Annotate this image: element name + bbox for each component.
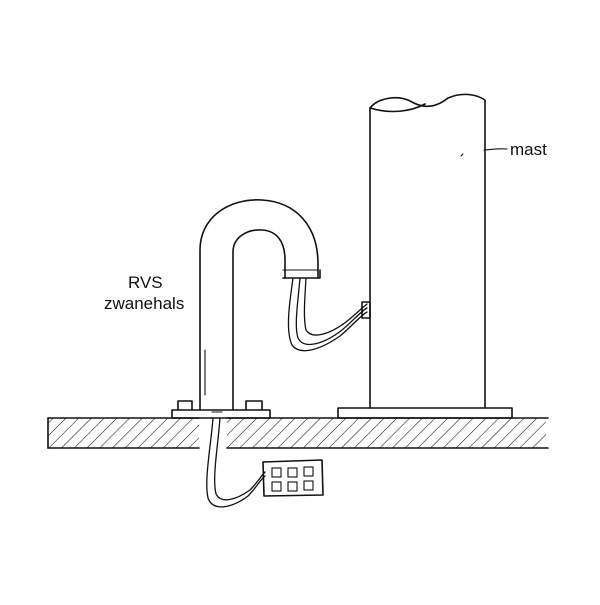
gooseneck-base xyxy=(171,400,271,419)
mast-base-plate xyxy=(337,407,513,419)
junction-box xyxy=(262,459,324,497)
gooseneck-label-line1: RVS xyxy=(128,273,163,292)
cable-to-mast xyxy=(287,277,371,352)
mast xyxy=(369,93,508,409)
cable-to-junction-box xyxy=(206,417,266,508)
mast-label: mast xyxy=(510,140,547,159)
gooseneck-label-line2: zwanehals xyxy=(104,294,185,313)
ground-slab xyxy=(47,417,549,449)
gooseneck xyxy=(199,199,321,411)
